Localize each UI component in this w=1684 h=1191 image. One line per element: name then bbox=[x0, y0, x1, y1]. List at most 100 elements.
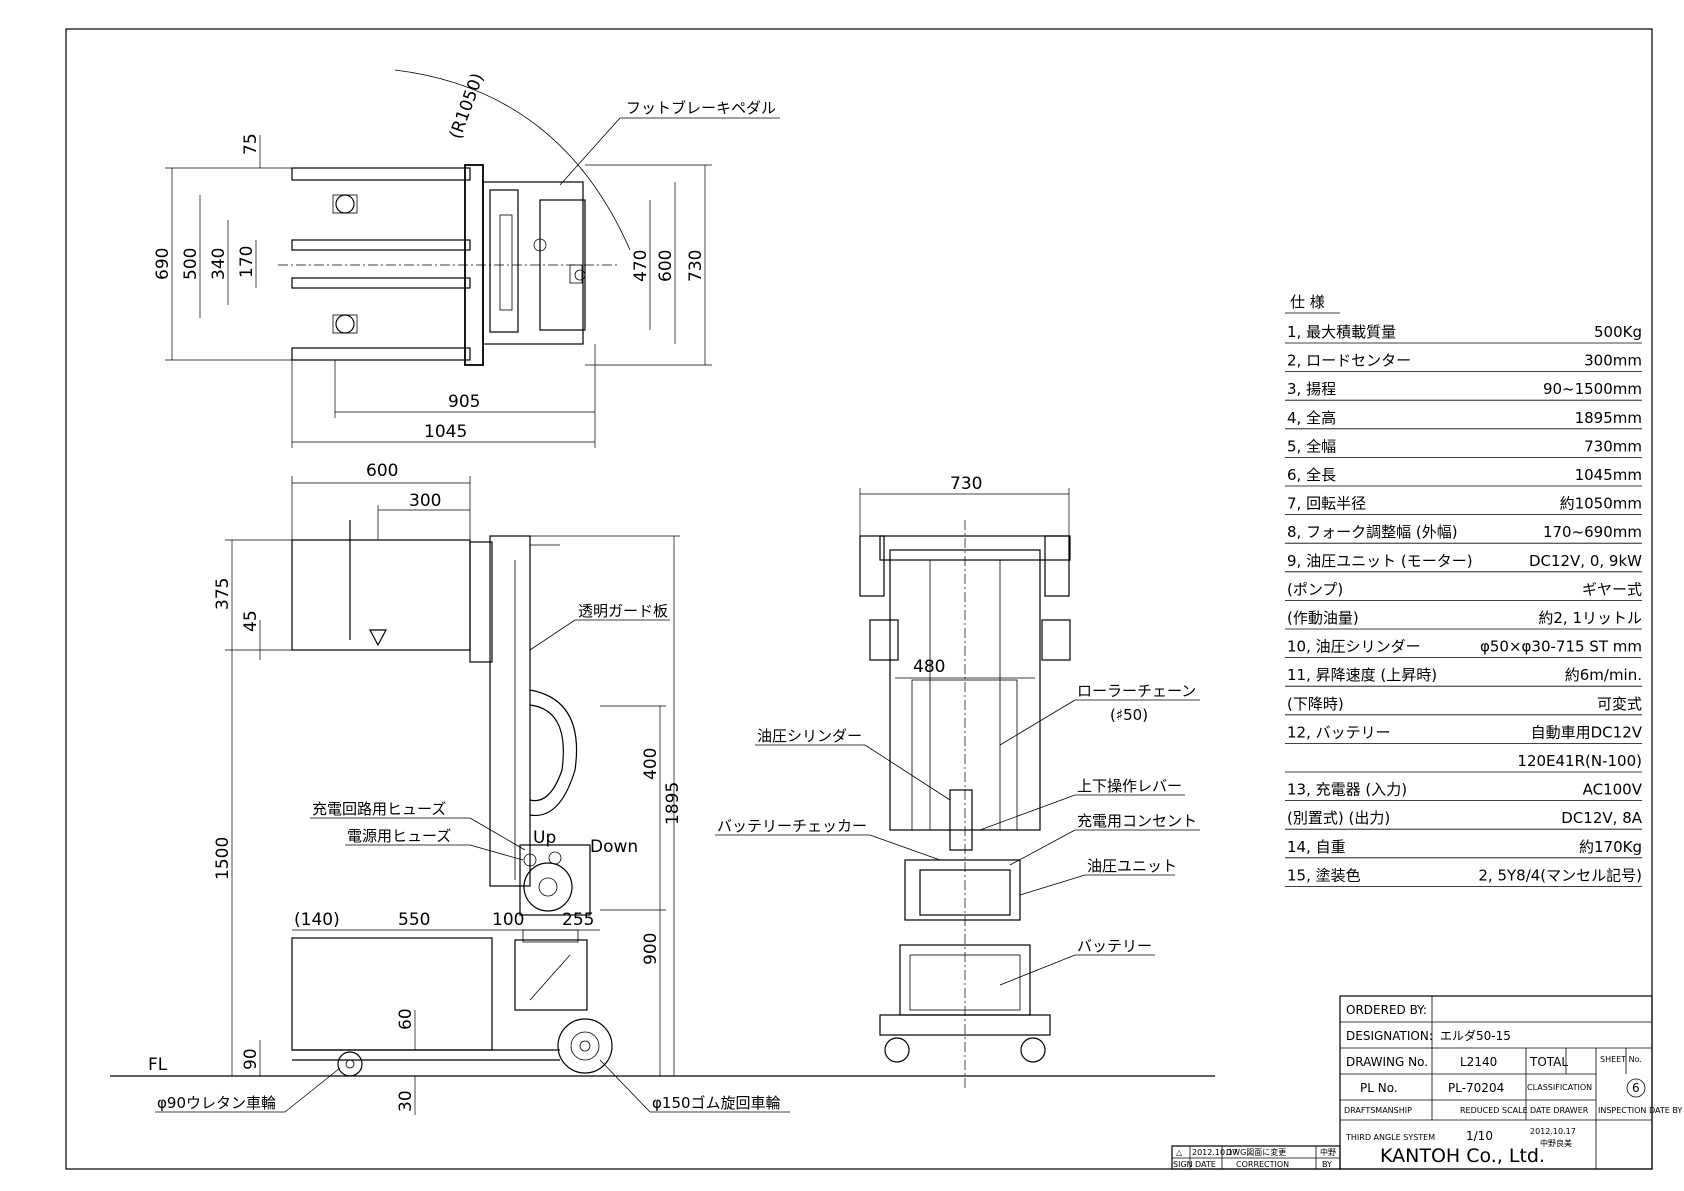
top-view: (R1050) 690 500 bbox=[153, 69, 780, 448]
rev-sign-label: SIGN bbox=[1173, 1160, 1193, 1169]
dim-75: 75 bbox=[241, 133, 261, 155]
rev-correction: DWG図面に変更 bbox=[1226, 1147, 1286, 1157]
tb-pl-no-value: PL-70204 bbox=[1448, 1081, 1504, 1095]
label-chain-no: (♯50) bbox=[1110, 706, 1148, 724]
spec-row-value: 約2, 1リットル bbox=[1538, 609, 1642, 627]
tb-reduced-scale-label: REDUCED SCALE bbox=[1460, 1106, 1528, 1115]
dim-550: 550 bbox=[398, 910, 430, 930]
spec-row-value: 約6m/min. bbox=[1565, 666, 1642, 684]
dim-375: 375 bbox=[213, 578, 233, 610]
revision-block: △ 2012.10.17 DWG図面に変更 中野 SIGN DATE CORRE… bbox=[1171, 1145, 1341, 1170]
spec-row-value: 可変式 bbox=[1597, 695, 1642, 713]
front-view: 730 480 ローラーチェーン (♯50) 油圧シリンダー 上下操作レバー バ… bbox=[715, 474, 1200, 1090]
tb-third-angle-label: THIRD ANGLE SYSTEM bbox=[1345, 1133, 1435, 1142]
tb-scale-value: 1/10 bbox=[1466, 1129, 1493, 1143]
spec-row-label: 4, 全高 bbox=[1287, 409, 1336, 427]
tb-classification-label: CLASSIFICATION bbox=[1527, 1083, 1592, 1092]
dim-1895: 1895 bbox=[663, 782, 683, 825]
dim-30: 30 bbox=[396, 1090, 416, 1112]
dim-400: 400 bbox=[641, 748, 661, 780]
spec-row-value: 約1050mm bbox=[1560, 495, 1642, 513]
label-lever: 上下操作レバー bbox=[1077, 777, 1182, 795]
dim-45: 45 bbox=[241, 610, 261, 632]
dim-255: 255 bbox=[562, 910, 594, 930]
title-block: ORDERED BY: DESIGNATION: エルダ50-15 DRAWIN… bbox=[1339, 995, 1682, 1170]
dim-500: 500 bbox=[181, 248, 201, 280]
drawing-border bbox=[65, 28, 1653, 1170]
spec-row-value: DC12V, 8A bbox=[1561, 809, 1642, 827]
tb-ordered-by: ORDERED BY: bbox=[1346, 1003, 1427, 1017]
spec-row-label: 12, バッテリー bbox=[1287, 723, 1391, 741]
dim-1045: 1045 bbox=[424, 422, 467, 442]
label-fuse-power: 電源用ヒューズ bbox=[347, 827, 451, 845]
label-wheel-rear: φ150ゴム旋回車輪 bbox=[652, 1094, 781, 1112]
spec-row-label: 11, 昇降速度 (上昇時) bbox=[1287, 666, 1437, 684]
dim-900: 900 bbox=[641, 933, 661, 965]
spec-row-value: 約170Kg bbox=[1579, 838, 1642, 856]
spec-row-label: 9, 油圧ユニット (モーター) bbox=[1287, 552, 1473, 570]
rev-mark: △ bbox=[1176, 1148, 1183, 1157]
dim-340: 340 bbox=[209, 248, 229, 280]
spec-row-label: 3, 揚程 bbox=[1287, 380, 1336, 398]
label-unit: 油圧ユニット bbox=[1087, 857, 1177, 875]
dim-300-side: 300 bbox=[409, 491, 441, 511]
dim-1500: 1500 bbox=[213, 837, 233, 880]
dim-170: 170 bbox=[237, 246, 257, 278]
spec-row-value: 730mm bbox=[1584, 437, 1642, 455]
tb-drawing-no-label: DRAWING No. bbox=[1346, 1055, 1428, 1069]
spec-heading: 仕 様 bbox=[1290, 293, 1325, 311]
dim-730-front: 730 bbox=[950, 474, 982, 494]
spec-row-label: 1, 最大積載質量 bbox=[1287, 323, 1396, 341]
spec-row-label: (ポンプ) bbox=[1287, 580, 1343, 598]
spec-row-label: 5, 全幅 bbox=[1287, 437, 1336, 455]
spec-row-value: AC100V bbox=[1583, 781, 1643, 799]
spec-row-value: 90~1500mm bbox=[1543, 380, 1642, 398]
label-fl: FL bbox=[148, 1055, 168, 1075]
rev-by: 中野 bbox=[1320, 1147, 1336, 1157]
rev-by-label: BY bbox=[1322, 1160, 1332, 1169]
tb-designation-label: DESIGNATION: bbox=[1346, 1029, 1433, 1043]
dim-100: 100 bbox=[492, 910, 524, 930]
spec-row-label: 15, 塗装色 bbox=[1287, 866, 1361, 884]
tb-company: KANTOH Co., Ltd. bbox=[1380, 1145, 1545, 1167]
tb-drawing-no-value: L2140 bbox=[1460, 1055, 1497, 1069]
spec-row-label: 6, 全長 bbox=[1287, 466, 1336, 484]
tb-pl-no-label: PL No. bbox=[1360, 1081, 1398, 1095]
spec-row-label: 8, フォーク調整幅 (外幅) bbox=[1287, 523, 1458, 541]
spec-row-value: 120E41R(N-100) bbox=[1517, 752, 1642, 770]
spec-row-value: 300mm bbox=[1584, 352, 1642, 370]
callout-foot-brake: フットブレーキペダル bbox=[626, 99, 776, 117]
dim-radius: (R1050) bbox=[446, 71, 488, 142]
dim-905: 905 bbox=[448, 392, 480, 412]
label-chain: ローラーチェーン bbox=[1077, 682, 1196, 700]
spec-row-label: 10, 油圧シリンダー bbox=[1287, 638, 1421, 656]
tb-drawer-value: 中野良美 bbox=[1540, 1138, 1572, 1148]
spec-row-value: 1895mm bbox=[1575, 409, 1642, 427]
label-fuse-charge: 充電回路用ヒューズ bbox=[312, 800, 446, 818]
tb-draftsmanship-label: DRAFTSMANSHIP bbox=[1344, 1106, 1412, 1115]
spec-row-label: (下降時) bbox=[1287, 695, 1344, 713]
spec-row-value: DC12V, 0, 9kW bbox=[1529, 552, 1642, 570]
spec-row-label: 2, ロードセンター bbox=[1287, 352, 1411, 370]
label-outlet: 充電用コンセント bbox=[1077, 812, 1197, 830]
rev-date-label: DATE bbox=[1195, 1160, 1216, 1169]
spec-row-label: (作動油量) bbox=[1287, 609, 1359, 627]
dim-600-top: 600 bbox=[656, 250, 676, 282]
spec-row-label: 7, 回転半径 bbox=[1287, 495, 1366, 513]
dim-470: 470 bbox=[631, 250, 651, 282]
tb-designation-value: エルダ50-15 bbox=[1440, 1028, 1511, 1043]
spec-row-value: φ50×φ30-715 ST mm bbox=[1480, 638, 1642, 656]
spec-row-value: 自動車用DC12V bbox=[1531, 723, 1643, 741]
spec-row-label: 14, 自重 bbox=[1287, 838, 1346, 856]
label-up: Up bbox=[533, 828, 556, 848]
spec-row-value: 2, 5Y8/4(マンセル記号) bbox=[1478, 866, 1642, 884]
dim-90: 90 bbox=[241, 1048, 261, 1070]
spec-row-value: ギヤー式 bbox=[1582, 580, 1642, 598]
spec-row-value: 1045mm bbox=[1575, 466, 1642, 484]
tb-sheet-no-value: 6 bbox=[1632, 1081, 1640, 1095]
spec-row-label: (別置式) (出力) bbox=[1287, 809, 1390, 827]
label-cylinder: 油圧シリンダー bbox=[757, 727, 862, 745]
rev-date: 2012.10.17 bbox=[1192, 1148, 1238, 1157]
